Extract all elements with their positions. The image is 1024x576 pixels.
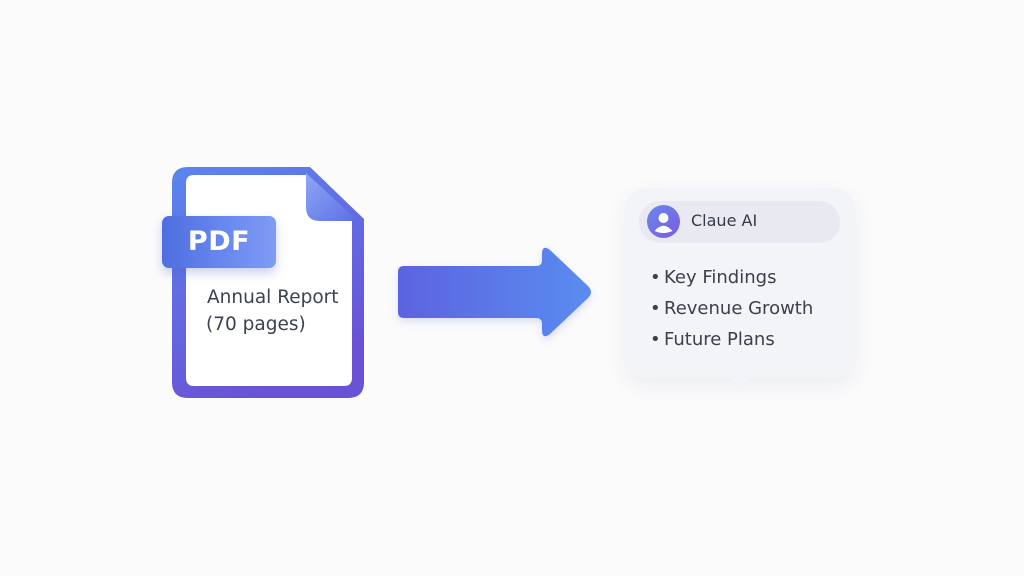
pdf-document-icon	[172, 167, 364, 398]
pdf-badge: PDF	[162, 216, 276, 268]
list-item-label: Future Plans	[664, 329, 775, 350]
document-title: Annual Report	[207, 287, 339, 308]
bullet-icon: •	[650, 267, 661, 288]
file-icon	[172, 167, 364, 398]
list-item-label: Revenue Growth	[664, 298, 814, 319]
assistant-name: Claue AI	[691, 211, 758, 230]
bullet-icon: •	[650, 329, 661, 350]
bullet-icon: •	[650, 298, 661, 319]
list-item-label: Key Findings	[664, 267, 777, 288]
list-item: •Revenue Growth	[650, 293, 813, 324]
summary-list: •Key Findings •Revenue Growth •Future Pl…	[650, 262, 813, 355]
list-item: •Future Plans	[650, 324, 813, 355]
user-icon	[647, 205, 680, 238]
speech-bubble-tail	[727, 372, 753, 393]
document-page-count: (70 pages)	[206, 314, 306, 335]
list-item: •Key Findings	[650, 262, 813, 293]
arrow-right-icon	[398, 247, 591, 337]
